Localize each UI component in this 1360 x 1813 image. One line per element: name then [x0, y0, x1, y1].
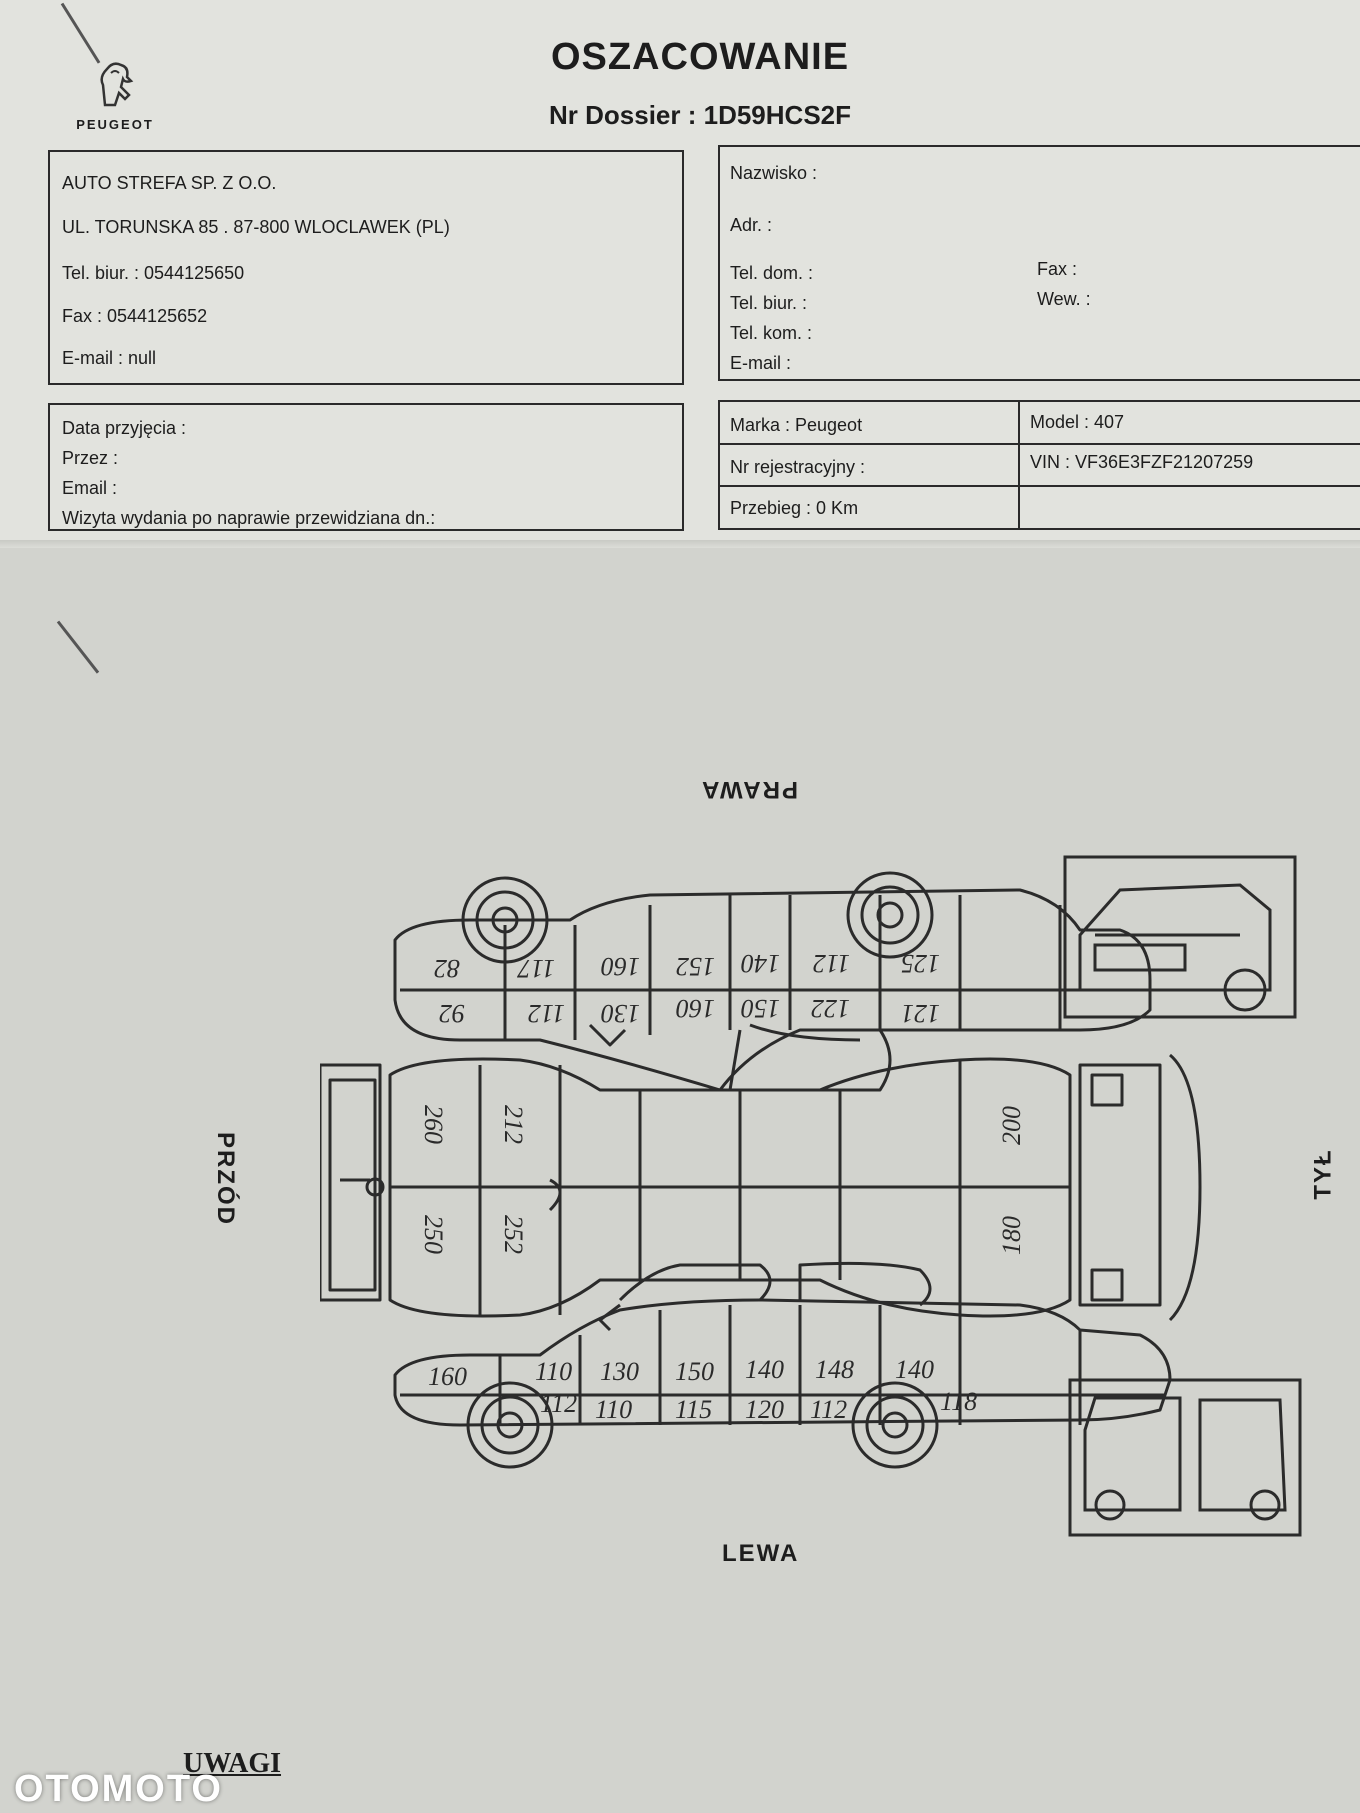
- document-upper-sheet: [0, 0, 1360, 545]
- reading-bottom2: 118: [940, 1387, 977, 1416]
- client-email: E-mail :: [730, 353, 792, 373]
- reading-bottom2: 112: [540, 1389, 577, 1418]
- document-lower-sheet: [0, 545, 1360, 1813]
- lion-icon: [100, 62, 134, 107]
- reading-bottom1: 140: [745, 1355, 784, 1384]
- client-tel-home: Tel. dom. :: [730, 263, 814, 283]
- vehicle-mileage: Przebieg : 0 Km: [730, 498, 859, 518]
- reception-date: Data przyjęcia :: [62, 418, 187, 438]
- reading-top2: 150: [741, 994, 780, 1023]
- client-tel-mobile: Tel. kom. :: [730, 323, 813, 343]
- reading-hood: 260: [419, 1105, 448, 1144]
- vehicle-vin: VIN : VF36E3FZF21207259: [1030, 452, 1254, 472]
- reading-top1: 112: [813, 949, 850, 978]
- dealer-name: AUTO STREFA SP. Z O.O.: [62, 173, 277, 193]
- reading-top1: 125: [901, 949, 940, 978]
- reception-by: Przez :: [62, 448, 119, 468]
- peugeot-logo: PEUGEOT: [60, 55, 170, 132]
- client-ext: Wew. :: [1037, 289, 1091, 309]
- dealer-fax: Fax : 0544125652: [62, 306, 208, 326]
- reading-bottom2: 120: [745, 1395, 784, 1424]
- dealer-address: UL. TORUNSKA 85 . 87-800 WLOCLAWEK (PL): [62, 217, 450, 237]
- reading-trunk: 200: [997, 1106, 1026, 1145]
- vehicle-box: [718, 400, 1360, 530]
- reading-bottom1: 150: [675, 1357, 714, 1386]
- reading-bottom2: 115: [675, 1395, 712, 1424]
- otomoto-watermark: OTOMOTO: [14, 1768, 223, 1810]
- reading-bottom1: 148: [815, 1355, 854, 1384]
- reception-email: Email :: [62, 478, 118, 498]
- reception-box: [48, 403, 684, 531]
- reading-top1: 140: [741, 949, 780, 978]
- paper-fold: [0, 540, 1360, 548]
- label-front: PRZÓD: [212, 1132, 239, 1226]
- dealer-box: [48, 150, 684, 385]
- client-surname: Nazwisko :: [730, 163, 818, 183]
- reading-hood: 212: [499, 1105, 528, 1144]
- page-title: OSZACOWANIE: [550, 36, 850, 78]
- client-fax: Fax :: [1037, 259, 1078, 279]
- reading-top2: 160: [676, 994, 715, 1023]
- client-tel-office: Tel. biur. :: [730, 293, 808, 313]
- reading-top1: 117: [517, 954, 555, 983]
- dealer-tel: Tel. biur. : 0544125650: [62, 263, 245, 283]
- reading-top1: 160: [601, 952, 640, 981]
- reading-bottom1: 160: [428, 1362, 467, 1391]
- label-right-side: PRAWA: [700, 776, 799, 803]
- vehicle-make: Marka : Peugeot: [730, 415, 863, 435]
- label-left-side: LEWA: [722, 1540, 800, 1567]
- vehicle-divider: [1018, 400, 1020, 530]
- dossier-number: Nr Dossier : 1D59HCS2F: [549, 100, 851, 130]
- reading-hood: 250: [419, 1215, 448, 1254]
- reading-bottom1: 130: [600, 1357, 639, 1386]
- reading-top2: 121: [901, 999, 940, 1028]
- reading-bottom1: 110: [535, 1357, 572, 1386]
- reading-top1: 82: [434, 954, 460, 983]
- client-box: [718, 145, 1360, 381]
- reading-top2: 112: [528, 999, 565, 1028]
- reading-bottom2: 110: [595, 1395, 632, 1424]
- vehicle-model: Model : 407: [1030, 412, 1125, 432]
- reception-visit: Wizyta wydania po naprawie przewidziana …: [62, 508, 436, 528]
- vehicle-registration: Nr rejestracyjny :: [730, 457, 866, 477]
- reading-top2: 122: [811, 994, 850, 1023]
- reading-trunk: 180: [997, 1216, 1026, 1255]
- client-address: Adr. :: [730, 215, 773, 235]
- brand-name: PEUGEOT: [76, 117, 154, 132]
- car-damage-diagram: 82 117 160 152 140 112 125 92 112 130 16…: [320, 855, 1302, 1537]
- reading-top2: 130: [601, 999, 640, 1028]
- reading-bottom1: 140: [895, 1355, 934, 1384]
- vehicle-divider: [718, 443, 1360, 445]
- reading-top1: 152: [676, 952, 715, 981]
- notes-heading: UWAGI: [183, 1748, 282, 1779]
- reading-bottom2: 112: [810, 1395, 847, 1424]
- vehicle-divider: [718, 485, 1360, 487]
- dealer-email: E-mail : null: [62, 348, 157, 368]
- reading-top2: 92: [439, 999, 465, 1028]
- reading-hood: 252: [499, 1215, 528, 1254]
